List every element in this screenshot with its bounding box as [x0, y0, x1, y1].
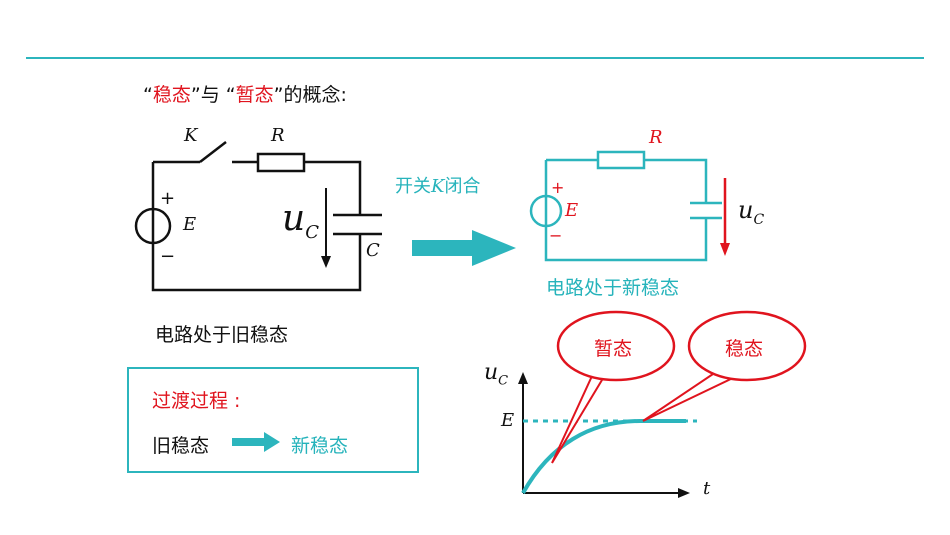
bubble-transient-tail	[551, 374, 606, 464]
old-voltage-arrowhead	[321, 256, 331, 268]
new-resistor-label: R	[649, 127, 663, 148]
old-resistor	[256, 152, 306, 173]
new-plus-sign: +	[551, 178, 565, 197]
old-resistor-label: R	[271, 125, 285, 146]
old-wire-top-right	[304, 160, 362, 215]
new-wire-top-right	[644, 158, 708, 203]
term-transient: 暂态	[235, 84, 274, 106]
bubble-transient	[556, 310, 676, 382]
bubble-stable-tail	[642, 371, 736, 422]
transition-process-box	[127, 367, 419, 473]
old-plus-sign: +	[160, 188, 176, 209]
old-source-label: E	[183, 214, 197, 235]
term-stable: 稳态	[152, 84, 191, 106]
charging-curve	[521, 419, 686, 494]
new-voltage-label: uC	[738, 196, 765, 228]
bubble-transient-text: 暂态	[594, 338, 633, 360]
process-to: 新稳态	[291, 435, 349, 457]
old-circuit	[134, 141, 382, 292]
old-circuit-caption: 电路处于旧稳态	[155, 324, 289, 346]
transition-arrow	[412, 230, 516, 266]
page-heading: “稳态”与 “暂态”的概念:	[143, 84, 347, 106]
bubble-stable-text: 稳态	[725, 338, 764, 360]
switch-label: K	[184, 125, 198, 146]
new-source-label: E	[565, 200, 579, 221]
switch-blade	[199, 141, 227, 163]
bubble-stable	[687, 310, 807, 382]
new-circuit-caption: 电路处于新稳态	[546, 277, 680, 299]
graph-x-label: t	[703, 478, 711, 499]
new-resistor	[596, 150, 646, 170]
charging-graph	[518, 310, 807, 498]
new-wire-bottom	[544, 218, 708, 262]
new-minus-sign: −	[549, 226, 563, 245]
old-wire-bottom	[151, 234, 362, 292]
graph-y-label: uC	[484, 360, 509, 389]
graph-y-arrowhead	[518, 372, 528, 384]
process-from: 旧稳态	[152, 435, 210, 457]
new-voltage-arrowhead	[720, 243, 730, 256]
process-title: 过渡过程 :	[152, 390, 241, 412]
process-arrow	[232, 432, 280, 452]
switch-closed-label: 开关K闭合	[395, 176, 481, 197]
old-capacitor-label: C	[366, 240, 380, 261]
new-circuit	[529, 150, 722, 262]
graph-asymptote-label: E	[501, 410, 515, 431]
old-voltage-label: uC	[282, 198, 319, 244]
graph-x-arrowhead	[678, 488, 690, 498]
old-minus-sign: −	[160, 246, 176, 267]
top-divider	[26, 57, 924, 59]
